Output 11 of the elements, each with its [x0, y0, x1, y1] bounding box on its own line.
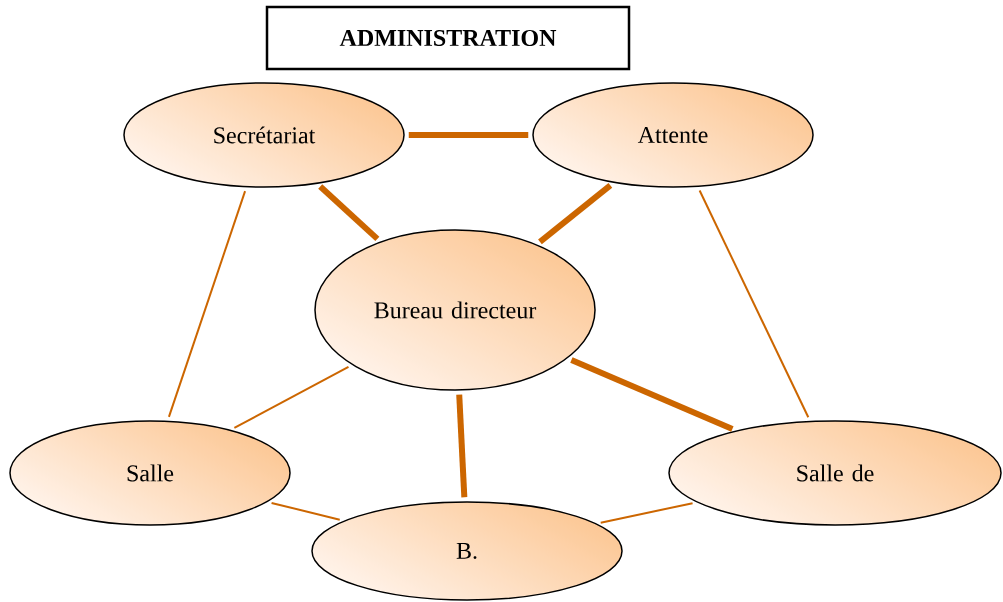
connector-line [270, 501, 341, 521]
connector-line [538, 182, 613, 245]
connector-line [456, 394, 468, 498]
connector-line [318, 184, 380, 242]
connector-line [599, 502, 694, 524]
title-box: ADMINISTRATION [265, 5, 631, 71]
connector-line [408, 132, 529, 138]
connector-line [570, 357, 734, 432]
connector-line [167, 190, 247, 418]
connector-line [698, 189, 810, 419]
connector-line [233, 365, 350, 429]
